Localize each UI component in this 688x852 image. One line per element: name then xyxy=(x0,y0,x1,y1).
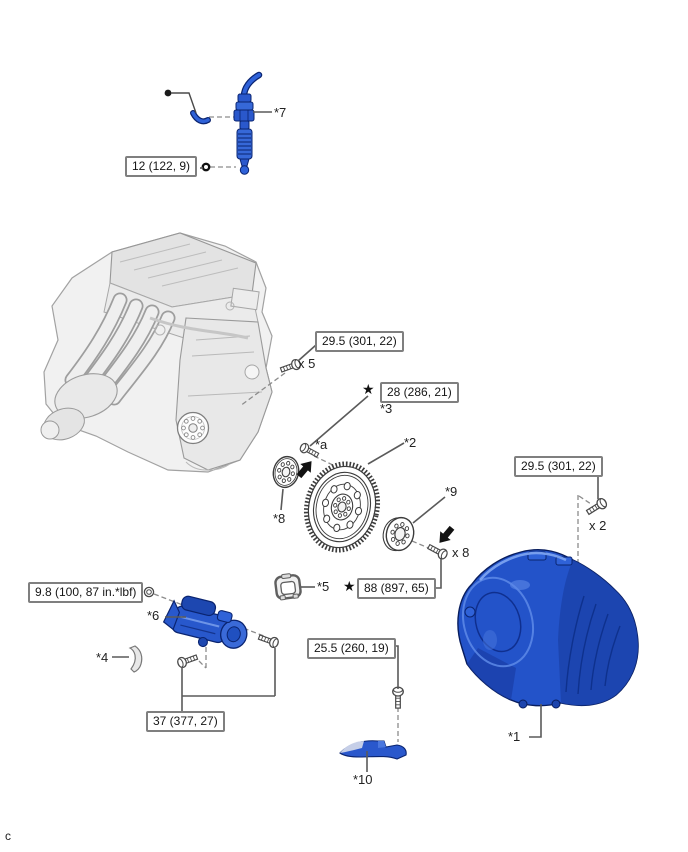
part-label-transmission: *1 xyxy=(508,729,521,744)
plate-rear-illustration xyxy=(382,516,415,552)
part-label-bracket: *4 xyxy=(96,650,109,665)
transmission-illustration xyxy=(457,549,639,709)
torque-box-flywheel-bolt: 28 (286, 21) xyxy=(380,382,459,403)
torque-box-cover-bolt: 25.5 (260, 19) xyxy=(307,638,396,659)
part-label-flywheel: *2 xyxy=(404,435,417,450)
torque-box-transmission-bolts: 29.5 (301, 22) xyxy=(514,456,603,477)
part-label-shift-switch: *7 xyxy=(274,105,287,120)
arrow-icon xyxy=(434,523,458,548)
part-label-cover: *10 xyxy=(353,772,373,787)
part-label-bolt-a: *a xyxy=(315,437,328,452)
bolt-icon xyxy=(256,631,281,650)
part-label-starter: *6 xyxy=(147,608,160,623)
fasteners xyxy=(143,357,609,709)
oring-icon xyxy=(201,162,211,172)
torque-box-starter-bolts: 37 (377, 27) xyxy=(146,711,225,732)
star-icon: ★ xyxy=(343,579,356,595)
part-label-gasket: *5 xyxy=(317,579,330,594)
flywheel-illustration xyxy=(303,461,381,553)
count-label-x8: x 8 xyxy=(452,545,470,560)
star-icon: ★ xyxy=(362,382,375,398)
gasket-illustration xyxy=(274,573,302,601)
pin-icon xyxy=(164,89,172,97)
bolt-icon xyxy=(175,651,200,670)
torque-box-engine-rear-bolts: 29.5 (301, 22) xyxy=(315,331,404,352)
bolt-icon xyxy=(392,686,404,709)
corner-mark: c xyxy=(5,829,11,843)
torque-box-flywheel-plate-bolts: 88 (897, 65) xyxy=(357,578,436,599)
bracket-illustration xyxy=(128,645,143,673)
part-label-plate-rear: *9 xyxy=(445,484,458,499)
count-label-x5: x 5 xyxy=(298,356,316,371)
starter-illustration xyxy=(162,595,248,649)
torque-box-shift-switch: 12 (122, 9) xyxy=(125,156,198,177)
count-label-x2: x 2 xyxy=(589,518,607,533)
shift-switch-illustration xyxy=(164,71,263,175)
part-label-flywheel-bolt: *3 xyxy=(380,401,393,416)
engine-illustration xyxy=(40,232,273,473)
nut-icon xyxy=(143,586,155,598)
bolt-icon xyxy=(584,496,609,518)
cover-illustration xyxy=(339,740,407,760)
bolt-icon xyxy=(425,541,450,562)
part-label-plate-front: *8 xyxy=(273,511,286,526)
torque-box-starter-nut: 9.8 (100, 87 in.*lbf) xyxy=(28,582,144,603)
plate-front-illustration xyxy=(272,455,300,489)
